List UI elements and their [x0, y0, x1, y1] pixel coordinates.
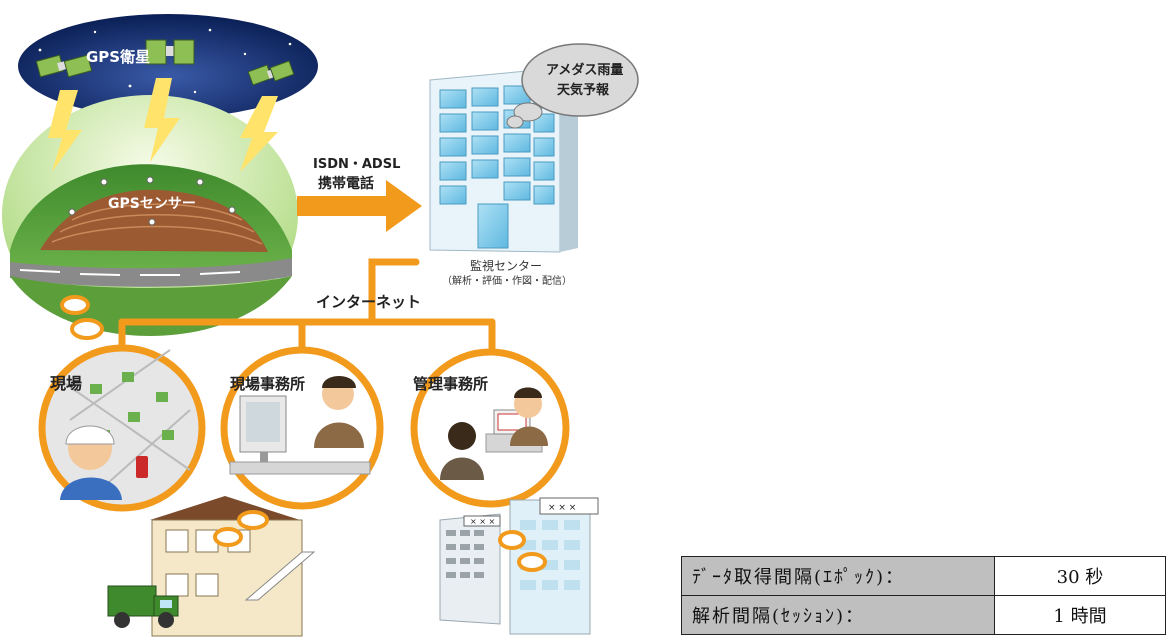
link-label-line2: 携帯電話	[318, 175, 374, 192]
site-circle	[38, 344, 206, 512]
speech-bubble	[506, 43, 639, 129]
bubble-line1: アメダス雨量	[546, 62, 623, 78]
building-sign: × × ×	[548, 503, 576, 513]
site-label: 現場	[50, 374, 82, 393]
satellite-icon	[247, 60, 295, 86]
site-office-circle	[220, 346, 384, 510]
spec-key: ﾃﾞｰﾀ取得間隔(ｴﾎﾟｯｸ)：	[681, 556, 995, 596]
bubble-dot	[60, 295, 90, 315]
center-label: 監視センター	[470, 258, 542, 273]
dump-truck-icon	[107, 585, 179, 628]
bubble-dot	[70, 318, 104, 340]
arrow-icon	[297, 180, 422, 232]
building-sign: × × ×	[470, 517, 495, 526]
link-label-line1: ISDN・ADSL	[313, 157, 400, 172]
bubble-line2: 天気予報	[557, 82, 610, 98]
center-sublabel: （解析・評価・作図・配信）	[442, 274, 572, 287]
table-row: 解析間隔(ｾｯｼｮﾝ)： 1 時間	[681, 595, 1166, 635]
spec-value: 1 時間	[994, 595, 1166, 635]
sensor-label: GPSセンサー	[108, 196, 196, 212]
internet-label: インターネット	[316, 293, 421, 311]
site-office-building	[150, 496, 316, 637]
management-office-circle	[410, 348, 570, 508]
satellite-icon	[145, 39, 195, 65]
table-row: ﾃﾞｰﾀ取得間隔(ｴﾎﾟｯｸ)： 30 秒	[681, 556, 1166, 596]
satellite-icon	[35, 54, 93, 78]
spec-key: 解析間隔(ｾｯｼｮﾝ)：	[681, 595, 995, 635]
spec-table: ﾃﾞｰﾀ取得間隔(ｴﾎﾟｯｸ)： 30 秒 解析間隔(ｾｯｼｮﾝ)： 1 時間	[681, 556, 1166, 635]
internet-lines	[118, 258, 496, 354]
spec-value: 30 秒	[994, 556, 1166, 596]
site-office-label: 現場事務所	[230, 375, 305, 393]
management-office-building	[439, 497, 599, 635]
satellites-label: GPS衛星	[86, 48, 150, 66]
management-office-label: 管理事務所	[413, 375, 488, 393]
